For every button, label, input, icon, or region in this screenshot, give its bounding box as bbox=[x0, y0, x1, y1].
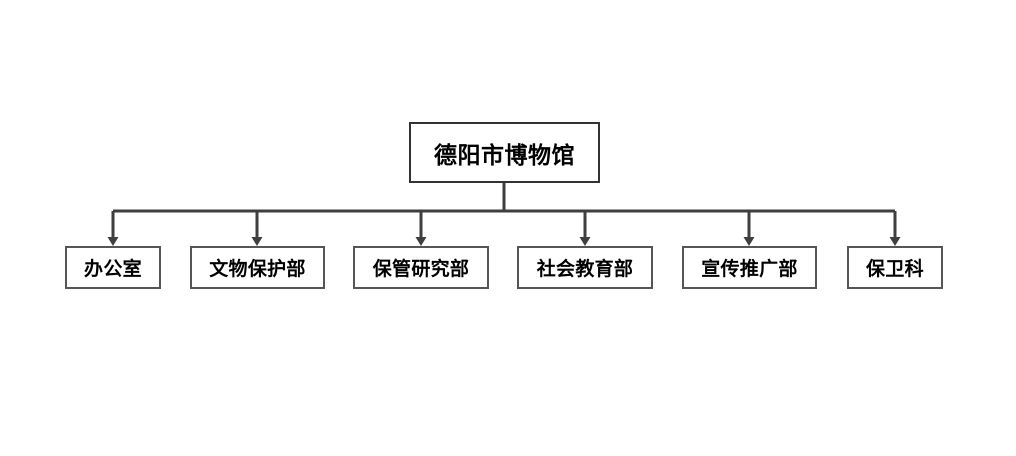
connector-arrowhead-0 bbox=[107, 237, 119, 246]
org-node-child-3[interactable]: 社会教育部 bbox=[517, 246, 653, 289]
org-node-child-1-label: 文物保护部 bbox=[209, 259, 306, 280]
org-node-child-1[interactable]: 文物保护部 bbox=[190, 246, 325, 289]
org-node-child-3-label: 社会教育部 bbox=[536, 259, 634, 280]
org-node-child-5[interactable]: 保卫科 bbox=[847, 246, 943, 289]
org-node-child-4-label: 宣传推广部 bbox=[701, 259, 798, 280]
org-node-child-2-label: 保管研究部 bbox=[372, 259, 470, 280]
connector-arrowhead-5 bbox=[889, 237, 901, 246]
connector-arrowhead-3 bbox=[579, 237, 591, 246]
connector-arrowhead-4 bbox=[743, 237, 755, 246]
connector-arrowhead-1 bbox=[251, 237, 263, 246]
org-node-child-5-label: 保卫科 bbox=[866, 259, 924, 280]
org-node-root[interactable]: 德阳市博物馆 bbox=[409, 122, 600, 183]
org-node-child-2[interactable]: 保管研究部 bbox=[353, 246, 489, 289]
org-node-root-label: 德阳市博物馆 bbox=[434, 141, 575, 168]
connector-arrowhead-2 bbox=[415, 237, 427, 246]
org-node-child-0[interactable]: 办公室 bbox=[65, 246, 161, 289]
org-node-child-0-label: 办公室 bbox=[84, 259, 142, 280]
org-node-child-4[interactable]: 宣传推广部 bbox=[682, 246, 817, 289]
